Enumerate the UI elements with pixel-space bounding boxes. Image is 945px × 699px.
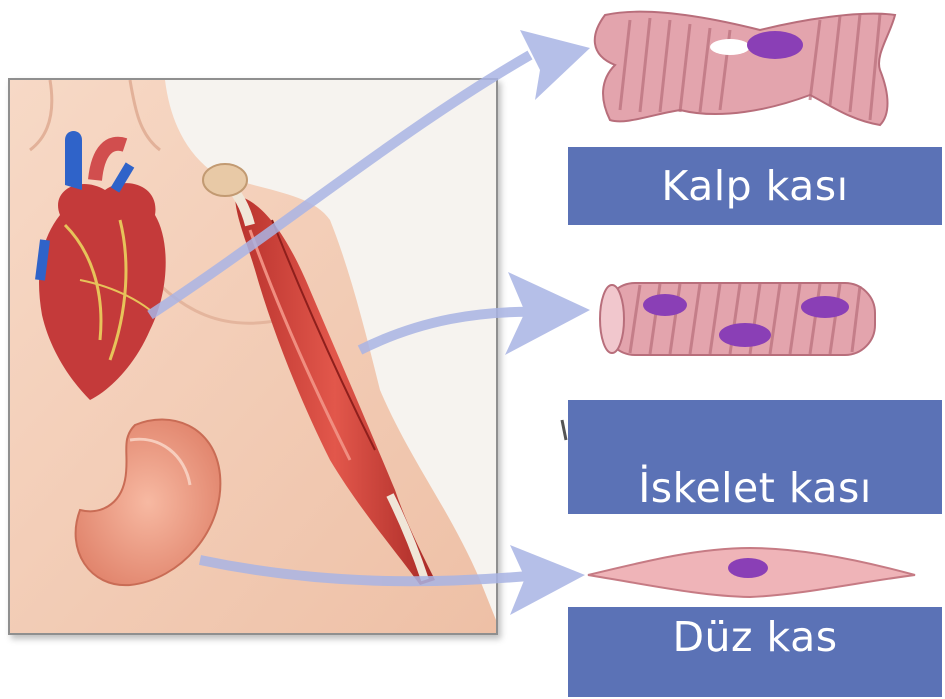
label-skeletal-text: İskelet kası [638, 464, 872, 512]
cardiac-fiber-icon [595, 12, 895, 125]
arrow-cardiac [150, 30, 590, 315]
smooth-fiber-icon [588, 548, 915, 597]
arrow-smooth [200, 545, 585, 615]
label-smooth-text: Düz kas [672, 613, 837, 661]
label-smooth-muscle: Düz kas [568, 607, 942, 697]
mark [562, 420, 566, 440]
arrow-skeletal [360, 272, 590, 355]
label-cardiac-muscle: Kalp kası [568, 147, 942, 225]
label-skeletal-muscle: İskelet kası [568, 400, 942, 514]
skeletal-fiber-icon [600, 283, 875, 355]
label-cardiac-text: Kalp kası [661, 162, 848, 210]
